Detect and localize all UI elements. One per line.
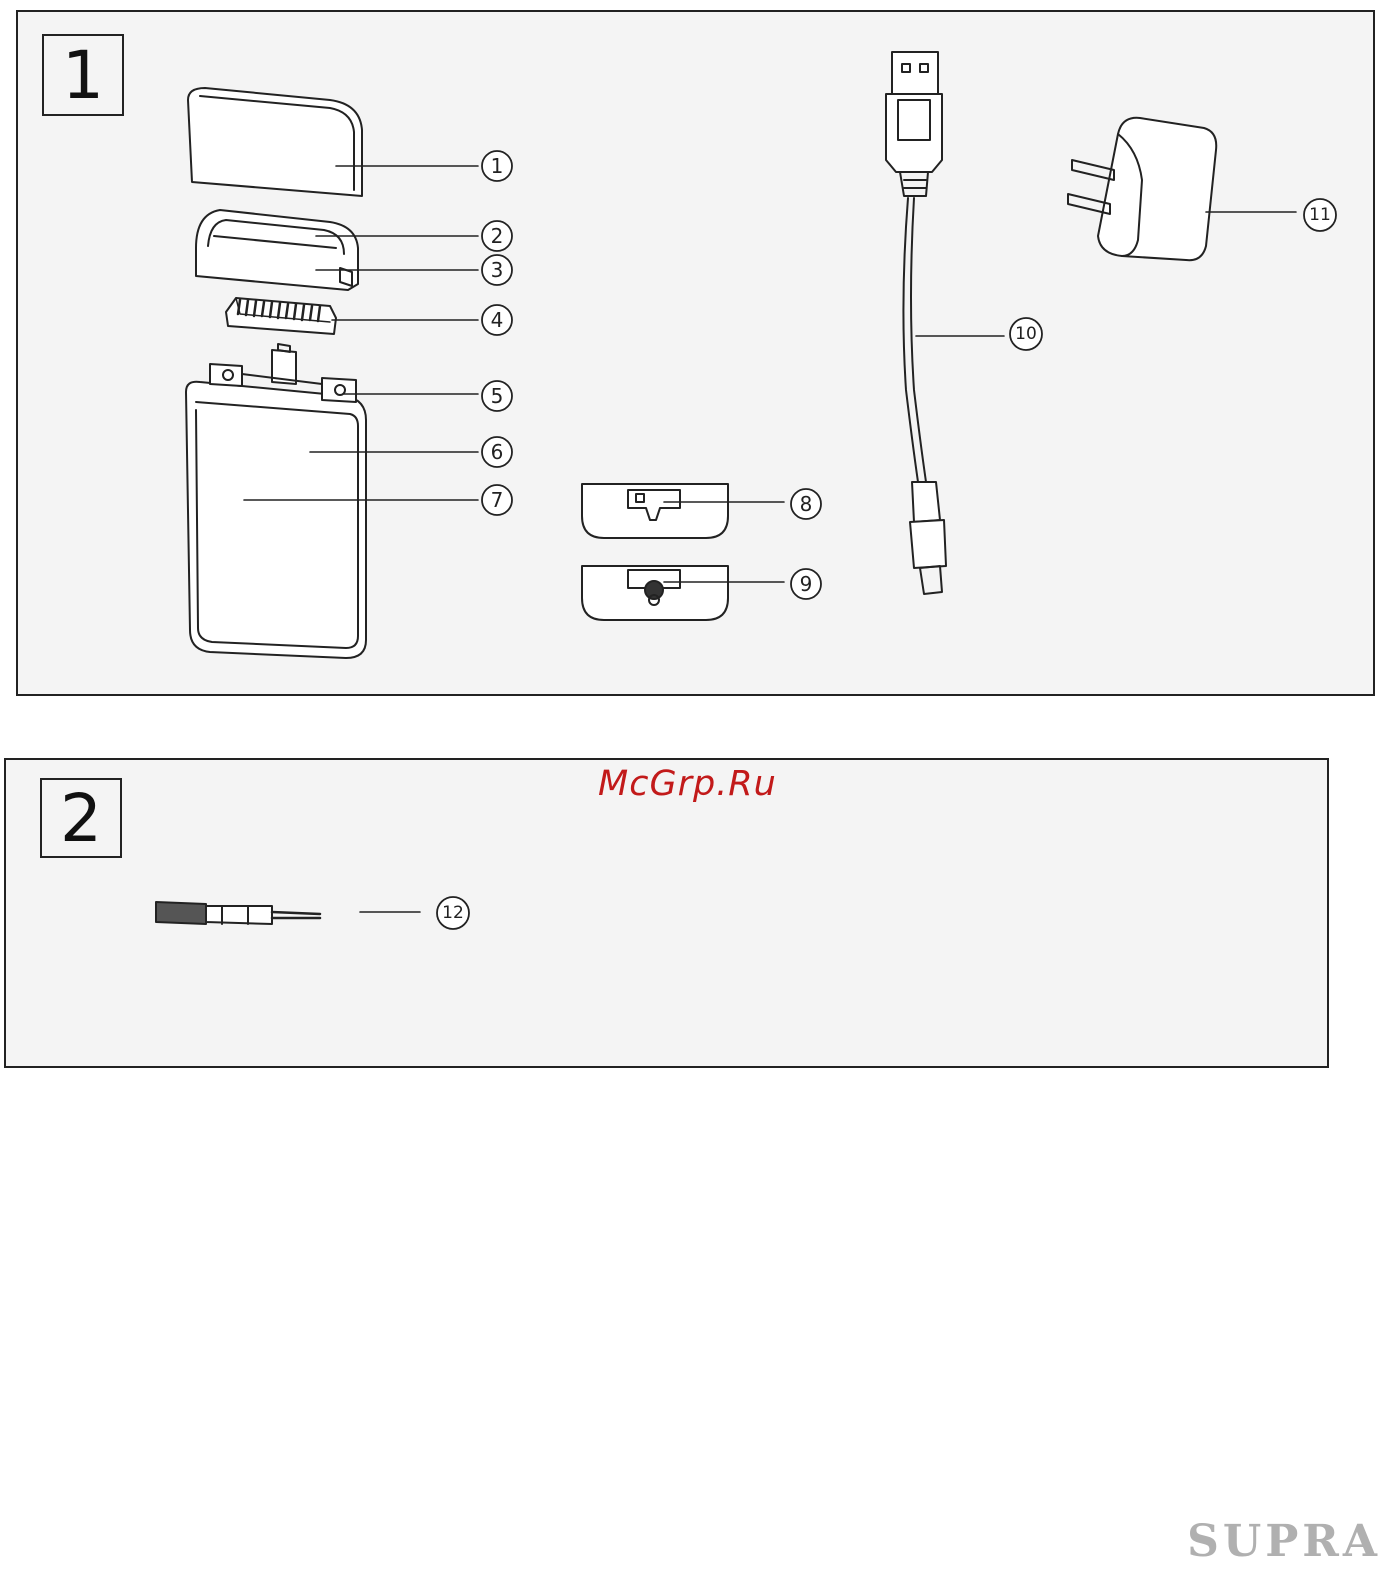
brand-logo: SUPRA [1187,1516,1381,1567]
end-cap-left-icon [582,484,728,538]
power-adapter-icon [1068,118,1216,260]
callout-4: 4 [491,308,504,332]
callout-11: 11 [1309,205,1331,225]
callout-2: 2 [491,224,504,248]
end-cap-right-icon [582,566,728,620]
cleaning-brush-icon [156,902,320,924]
callout-5: 5 [491,384,504,408]
callout-markers [437,151,1336,929]
cutter-block-icon [226,298,336,334]
usb-cable-icon [886,52,946,594]
shaver-cap-icon [188,88,362,196]
shaver-body-icon [186,344,366,658]
callout-1: 1 [491,154,504,178]
watermark: McGrp.Ru [598,764,798,804]
callout-3: 3 [491,258,504,282]
callout-9: 9 [800,572,813,596]
callout-12: 12 [442,903,464,923]
callout-7: 7 [491,488,504,512]
foil-frame-icon [196,210,358,290]
callout-8: 8 [800,492,813,516]
callout-10: 10 [1015,324,1037,344]
callout-6: 6 [491,440,504,464]
